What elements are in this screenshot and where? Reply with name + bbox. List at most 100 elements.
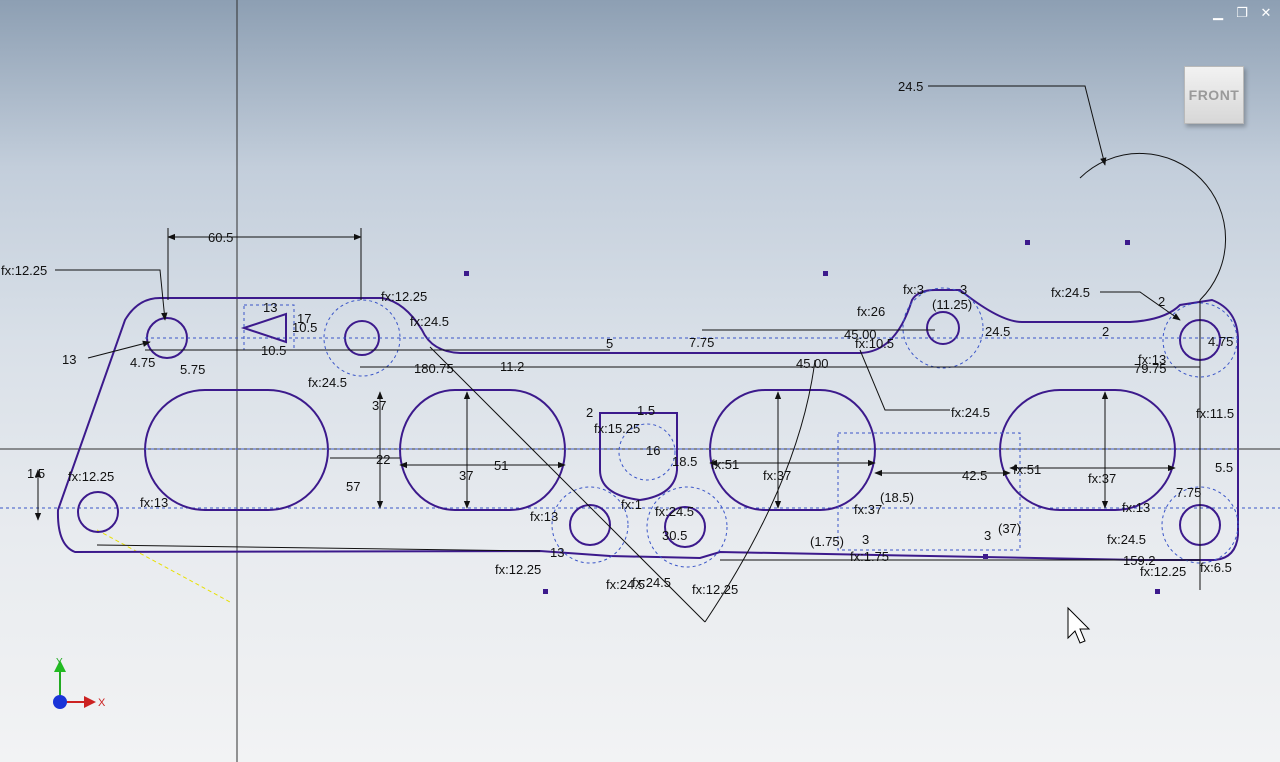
dim-text[interactable]: 3 xyxy=(960,282,967,297)
dim-text[interactable]: 180.75 xyxy=(414,361,454,376)
dim-text[interactable]: (11.25) xyxy=(932,297,972,312)
bolt-hole-7[interactable] xyxy=(664,506,706,548)
dim-text[interactable]: 37 xyxy=(459,468,473,483)
close-button[interactable]: ✕ xyxy=(1260,6,1272,21)
outer-profile[interactable] xyxy=(56,289,1239,561)
dim-text[interactable]: 5.5 xyxy=(1215,460,1233,475)
dim-text[interactable]: 7.75 xyxy=(1176,485,1201,500)
dim-text[interactable]: fx:12.25 xyxy=(495,562,541,577)
dim-text[interactable]: fx:1 xyxy=(621,497,642,512)
port-slot-3[interactable] xyxy=(709,389,876,511)
dim-text[interactable]: 2 xyxy=(1102,324,1109,339)
dim-text[interactable]: fx:24.5 xyxy=(410,314,449,329)
minimize-button[interactable]: ▁ xyxy=(1213,6,1223,21)
sketch-point[interactable] xyxy=(983,554,988,559)
viewcube-front-face[interactable]: FRONT xyxy=(1184,66,1244,124)
dim-text[interactable]: 7.75 xyxy=(689,335,714,350)
sketch-point[interactable] xyxy=(464,271,469,276)
dim-text[interactable]: 13 xyxy=(263,300,277,315)
dim-text[interactable]: fx:37 xyxy=(1088,471,1116,486)
dim-text[interactable]: 17 xyxy=(297,311,311,326)
port-slot-4[interactable] xyxy=(999,389,1176,511)
dim-text[interactable]: 24.5 xyxy=(985,324,1010,339)
dim-text[interactable]: fx:12.25 xyxy=(692,582,738,597)
dim-text[interactable]: fx:37 xyxy=(854,502,882,517)
dim-text[interactable]: fx:26 xyxy=(857,304,885,319)
dim-text[interactable]: 2 xyxy=(1158,294,1165,309)
dim-text[interactable]: fx:13 xyxy=(140,495,168,510)
dim-text[interactable]: 45.00 xyxy=(796,356,829,371)
dim-text[interactable]: fx:24.5 xyxy=(632,575,671,590)
dim-text[interactable]: fx:24.5 xyxy=(655,504,694,519)
dim-text[interactable]: 1.5 xyxy=(637,403,655,418)
port-slot-2[interactable] xyxy=(399,389,566,511)
dim-text[interactable]: fx:37 xyxy=(763,468,791,483)
dim-text[interactable]: 4.75 xyxy=(1208,334,1233,349)
dim-text[interactable]: fx:11.5 xyxy=(1196,406,1234,421)
sketch-point[interactable] xyxy=(823,271,828,276)
dim-text[interactable]: fx:51 xyxy=(711,457,739,472)
dim-text[interactable]: fx:6.5 xyxy=(1200,560,1232,575)
x-axis-label: X xyxy=(98,697,106,709)
dim-text[interactable]: fx:24.5 xyxy=(606,577,645,592)
dim-text[interactable]: fx:24.5 xyxy=(951,405,990,420)
dim-text[interactable]: 11.2 xyxy=(500,359,524,374)
dim-text[interactable]: 3 xyxy=(862,532,869,547)
dim-text[interactable]: 45.00 xyxy=(844,327,877,342)
dim-text[interactable]: 3 xyxy=(984,528,991,543)
arc-24-5[interactable] xyxy=(1079,152,1227,301)
dim-text[interactable]: 51 xyxy=(494,458,508,473)
dim-text[interactable]: 30.5 xyxy=(662,528,687,543)
sketch-point[interactable] xyxy=(1125,240,1130,245)
dim-text[interactable]: fx:1.75 xyxy=(850,549,889,564)
dim-text[interactable]: fx:12.25 xyxy=(1,263,47,278)
dim-text[interactable]: fx:24.5 xyxy=(1107,532,1146,547)
dim-text[interactable]: (18.5) xyxy=(880,490,914,505)
leader-line xyxy=(1100,291,1181,321)
dim-text[interactable]: fx:24.5 xyxy=(1051,285,1090,300)
dim-text[interactable]: (37) xyxy=(998,521,1021,536)
dim-text[interactable]: fx:10.5 xyxy=(855,336,894,351)
bolt-hole-5[interactable] xyxy=(77,491,119,533)
bolt-hole-6[interactable] xyxy=(569,504,611,546)
dim-text[interactable]: 2 xyxy=(586,405,593,420)
dim-text[interactable]: fx:3 xyxy=(903,282,924,297)
dim-text[interactable]: 10.5 xyxy=(292,320,317,335)
center-notch[interactable] xyxy=(599,412,678,502)
dim-text[interactable]: 5.75 xyxy=(180,362,205,377)
dim-text[interactable]: 16 xyxy=(646,443,660,458)
port-slot-1[interactable] xyxy=(144,389,329,511)
dim-text[interactable]: 13 xyxy=(62,352,76,367)
triangle-feature[interactable] xyxy=(240,312,287,344)
sketch-point[interactable] xyxy=(1155,589,1160,594)
dim-text[interactable]: 1.5 xyxy=(27,466,45,481)
dim-text[interactable]: fx:13 xyxy=(1122,500,1150,515)
restore-button[interactable]: ❐ xyxy=(1236,6,1248,21)
sketch-point[interactable] xyxy=(543,589,548,594)
sketch-point[interactable] xyxy=(1025,240,1030,245)
dim-text[interactable]: 5 xyxy=(606,336,613,351)
dim-text[interactable]: 42.5 xyxy=(962,468,987,483)
dim-text[interactable]: fx:24.5 xyxy=(308,375,347,390)
dim-text[interactable]: 37 xyxy=(372,398,386,413)
dim-text[interactable]: 60.5 xyxy=(208,230,233,245)
dim-text[interactable]: (1.75) xyxy=(810,534,844,549)
bolt-hole-3[interactable] xyxy=(926,311,960,345)
dim-text[interactable]: fx:13 xyxy=(530,509,558,524)
dim-text[interactable]: 57 xyxy=(346,479,360,494)
dim-text[interactable]: fx:12.25 xyxy=(68,469,114,484)
dim-text[interactable]: 4.75 xyxy=(130,355,155,370)
dim-text[interactable]: fx:51 xyxy=(1013,462,1041,477)
dim-text[interactable]: fx:13 xyxy=(1138,352,1166,367)
dim-text[interactable]: 13 xyxy=(550,545,564,560)
dim-text[interactable]: fx:15.25 xyxy=(594,421,640,436)
dim-text[interactable]: fx:12.25 xyxy=(381,289,427,304)
dim-text[interactable]: fx:12.25 xyxy=(1140,564,1186,579)
dim-text[interactable]: 24.5 xyxy=(898,79,923,94)
dim-text[interactable]: 10.5 xyxy=(261,343,286,358)
dim-text[interactable]: 159.2 xyxy=(1123,553,1156,568)
dim-text[interactable]: 79.75 xyxy=(1134,361,1167,376)
dim-text[interactable]: 22 xyxy=(376,452,390,467)
dim-text[interactable]: 18.5 xyxy=(672,454,697,469)
